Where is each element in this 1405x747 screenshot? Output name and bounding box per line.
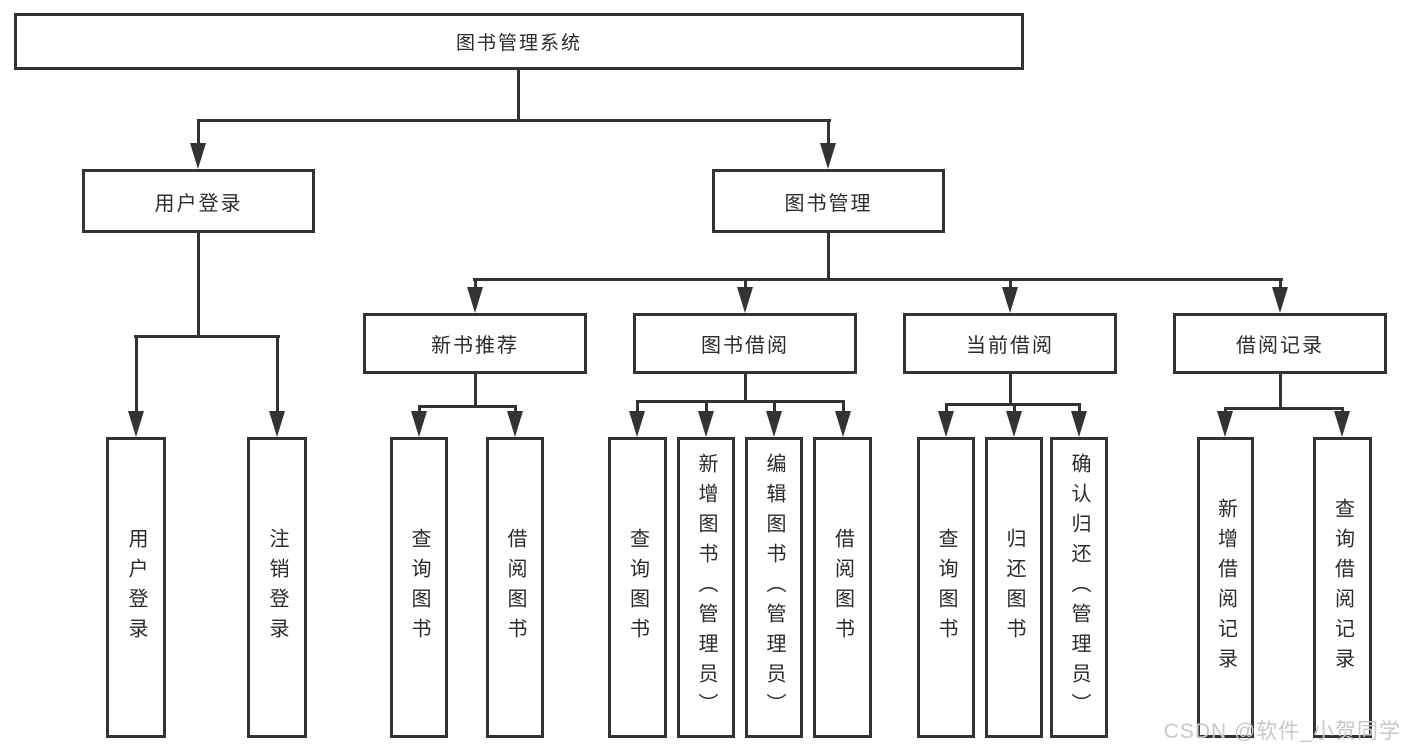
connector-line [773, 400, 776, 413]
connector-line [945, 403, 948, 413]
connector-line [744, 278, 747, 289]
connector-line [827, 119, 830, 145]
connector-line [517, 70, 520, 119]
connector-line [418, 405, 517, 408]
connector-line [1078, 403, 1081, 413]
connector-line [474, 374, 477, 405]
arrow-down-icon [1217, 411, 1233, 437]
arrow-down-icon [190, 143, 206, 169]
connector-line [945, 403, 1080, 406]
arrow-down-icon [1071, 411, 1087, 437]
connector-line [1009, 278, 1012, 289]
leaf-query-books-current: 查询图书 [917, 437, 975, 738]
leaf-add-books-admin: 新增图书（管理员） [677, 437, 735, 738]
connector-line [1224, 407, 1227, 413]
node-current-borrowing: 当前借阅 [903, 313, 1117, 374]
connector-line [636, 400, 639, 413]
arrow-down-icon [1002, 287, 1018, 313]
connector-line [418, 405, 421, 413]
connector-line [1224, 407, 1343, 410]
connector-line [636, 400, 844, 403]
leaf-edit-books-admin: 编辑图书（管理员） [745, 437, 803, 738]
connector-line [705, 400, 708, 413]
csdn-watermark: CSDN @软件_小贺同学 [1163, 720, 1401, 743]
arrow-down-icon [467, 287, 483, 313]
connector-line [134, 335, 280, 338]
connector-line [197, 119, 831, 122]
arrow-down-icon [269, 411, 285, 437]
arrow-down-icon [1272, 287, 1288, 313]
leaf-logout: 注销登录 [247, 437, 307, 738]
connector-line [474, 278, 477, 289]
connector-line [744, 374, 747, 400]
arrow-down-icon [1334, 411, 1350, 437]
connector-line [827, 233, 830, 278]
connector-line [514, 405, 517, 413]
connector-line [135, 335, 138, 411]
leaf-borrow-books-recommend: 借阅图书 [486, 437, 544, 738]
arrow-down-icon [835, 411, 851, 437]
node-user-login: 用户登录 [82, 169, 315, 233]
arrow-down-icon [766, 411, 782, 437]
connector-line [1009, 374, 1012, 403]
leaf-query-books-recommend: 查询图书 [390, 437, 448, 738]
arrow-down-icon [737, 287, 753, 313]
leaf-query-books-borrow: 查询图书 [608, 437, 667, 738]
arrow-down-icon [820, 143, 836, 169]
leaf-return-books: 归还图书 [985, 437, 1043, 738]
connector-line [1279, 278, 1282, 289]
arrow-down-icon [507, 411, 523, 437]
leaf-add-borrow-record: 新增借阅记录 [1197, 437, 1254, 738]
leaf-user-login: 用户登录 [106, 437, 166, 738]
arrow-down-icon [629, 411, 645, 437]
connector-line [1013, 403, 1016, 413]
leaf-borrow-books: 借阅图书 [813, 437, 872, 738]
arrow-down-icon [938, 411, 954, 437]
connector-line [842, 400, 845, 413]
arrow-down-icon [1006, 411, 1022, 437]
node-book-management: 图书管理 [712, 169, 945, 233]
node-borrowing-records: 借阅记录 [1173, 313, 1387, 374]
arrow-down-icon [411, 411, 427, 437]
leaf-query-borrow-record: 查询借阅记录 [1313, 437, 1372, 738]
connector-line [197, 233, 200, 335]
connector-line [1279, 374, 1282, 407]
connector-line [1341, 407, 1344, 413]
arrow-down-icon [128, 411, 144, 437]
node-new-book-recommend: 新书推荐 [363, 313, 587, 374]
leaf-confirm-return-admin: 确认归还（管理员） [1050, 437, 1108, 738]
connector-line [276, 335, 279, 411]
arrow-down-icon [698, 411, 714, 437]
node-library-management-system: 图书管理系统 [14, 13, 1024, 70]
connector-line [197, 119, 200, 145]
connector-line [473, 278, 1283, 281]
node-book-borrowing: 图书借阅 [633, 313, 857, 374]
